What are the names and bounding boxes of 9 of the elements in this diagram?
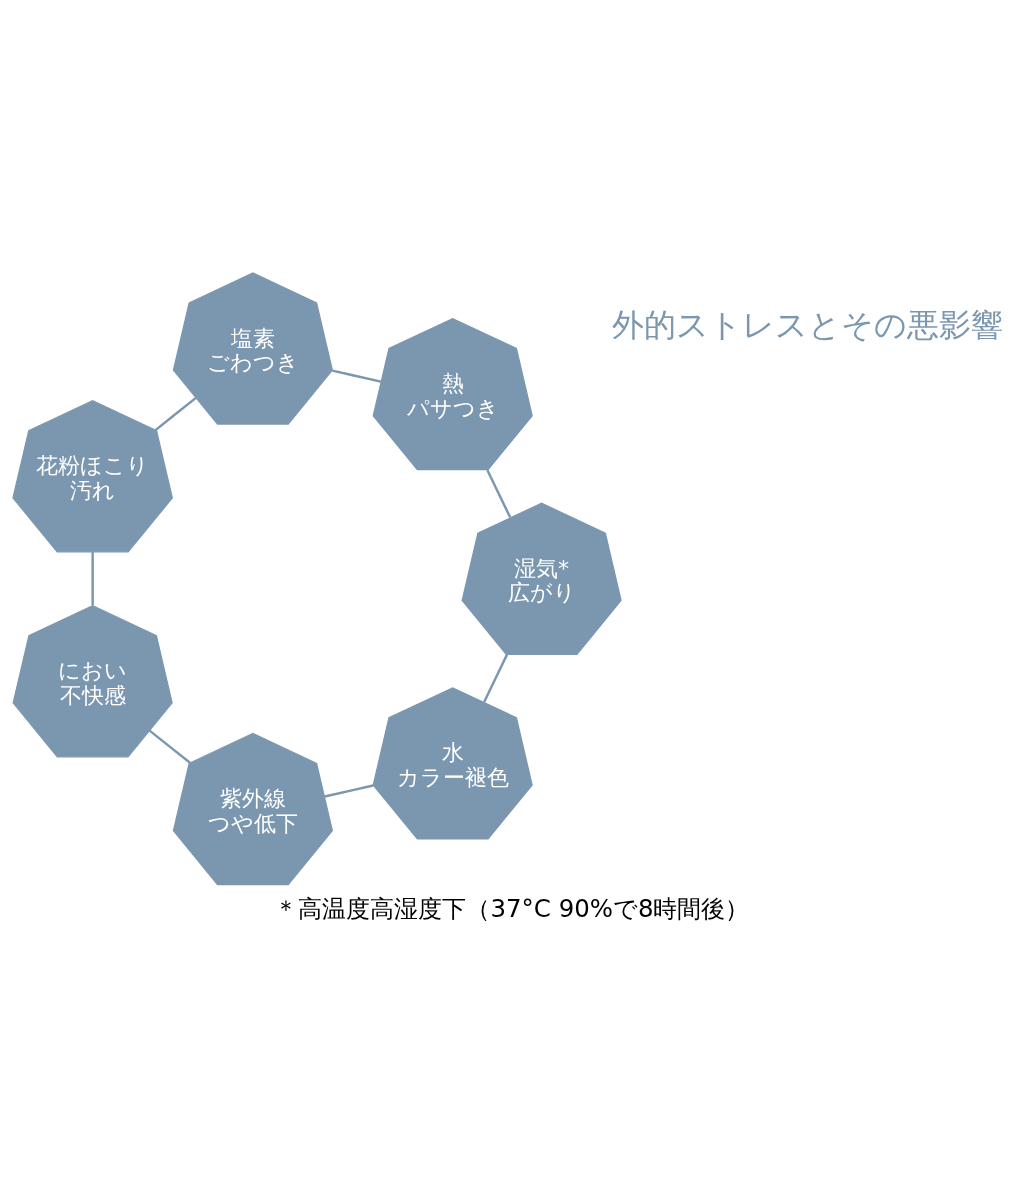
connector [483, 653, 509, 702]
connector [91, 551, 94, 605]
connector [154, 396, 197, 431]
connector [148, 729, 191, 764]
caption: ＊高温度高湿度下（37°C 90%で8時間後） [274, 893, 750, 923]
connector [332, 368, 382, 383]
diagram-title: 外的ストレスとその悪影響 [612, 305, 1004, 343]
connector [324, 783, 374, 798]
connector [486, 468, 512, 518]
